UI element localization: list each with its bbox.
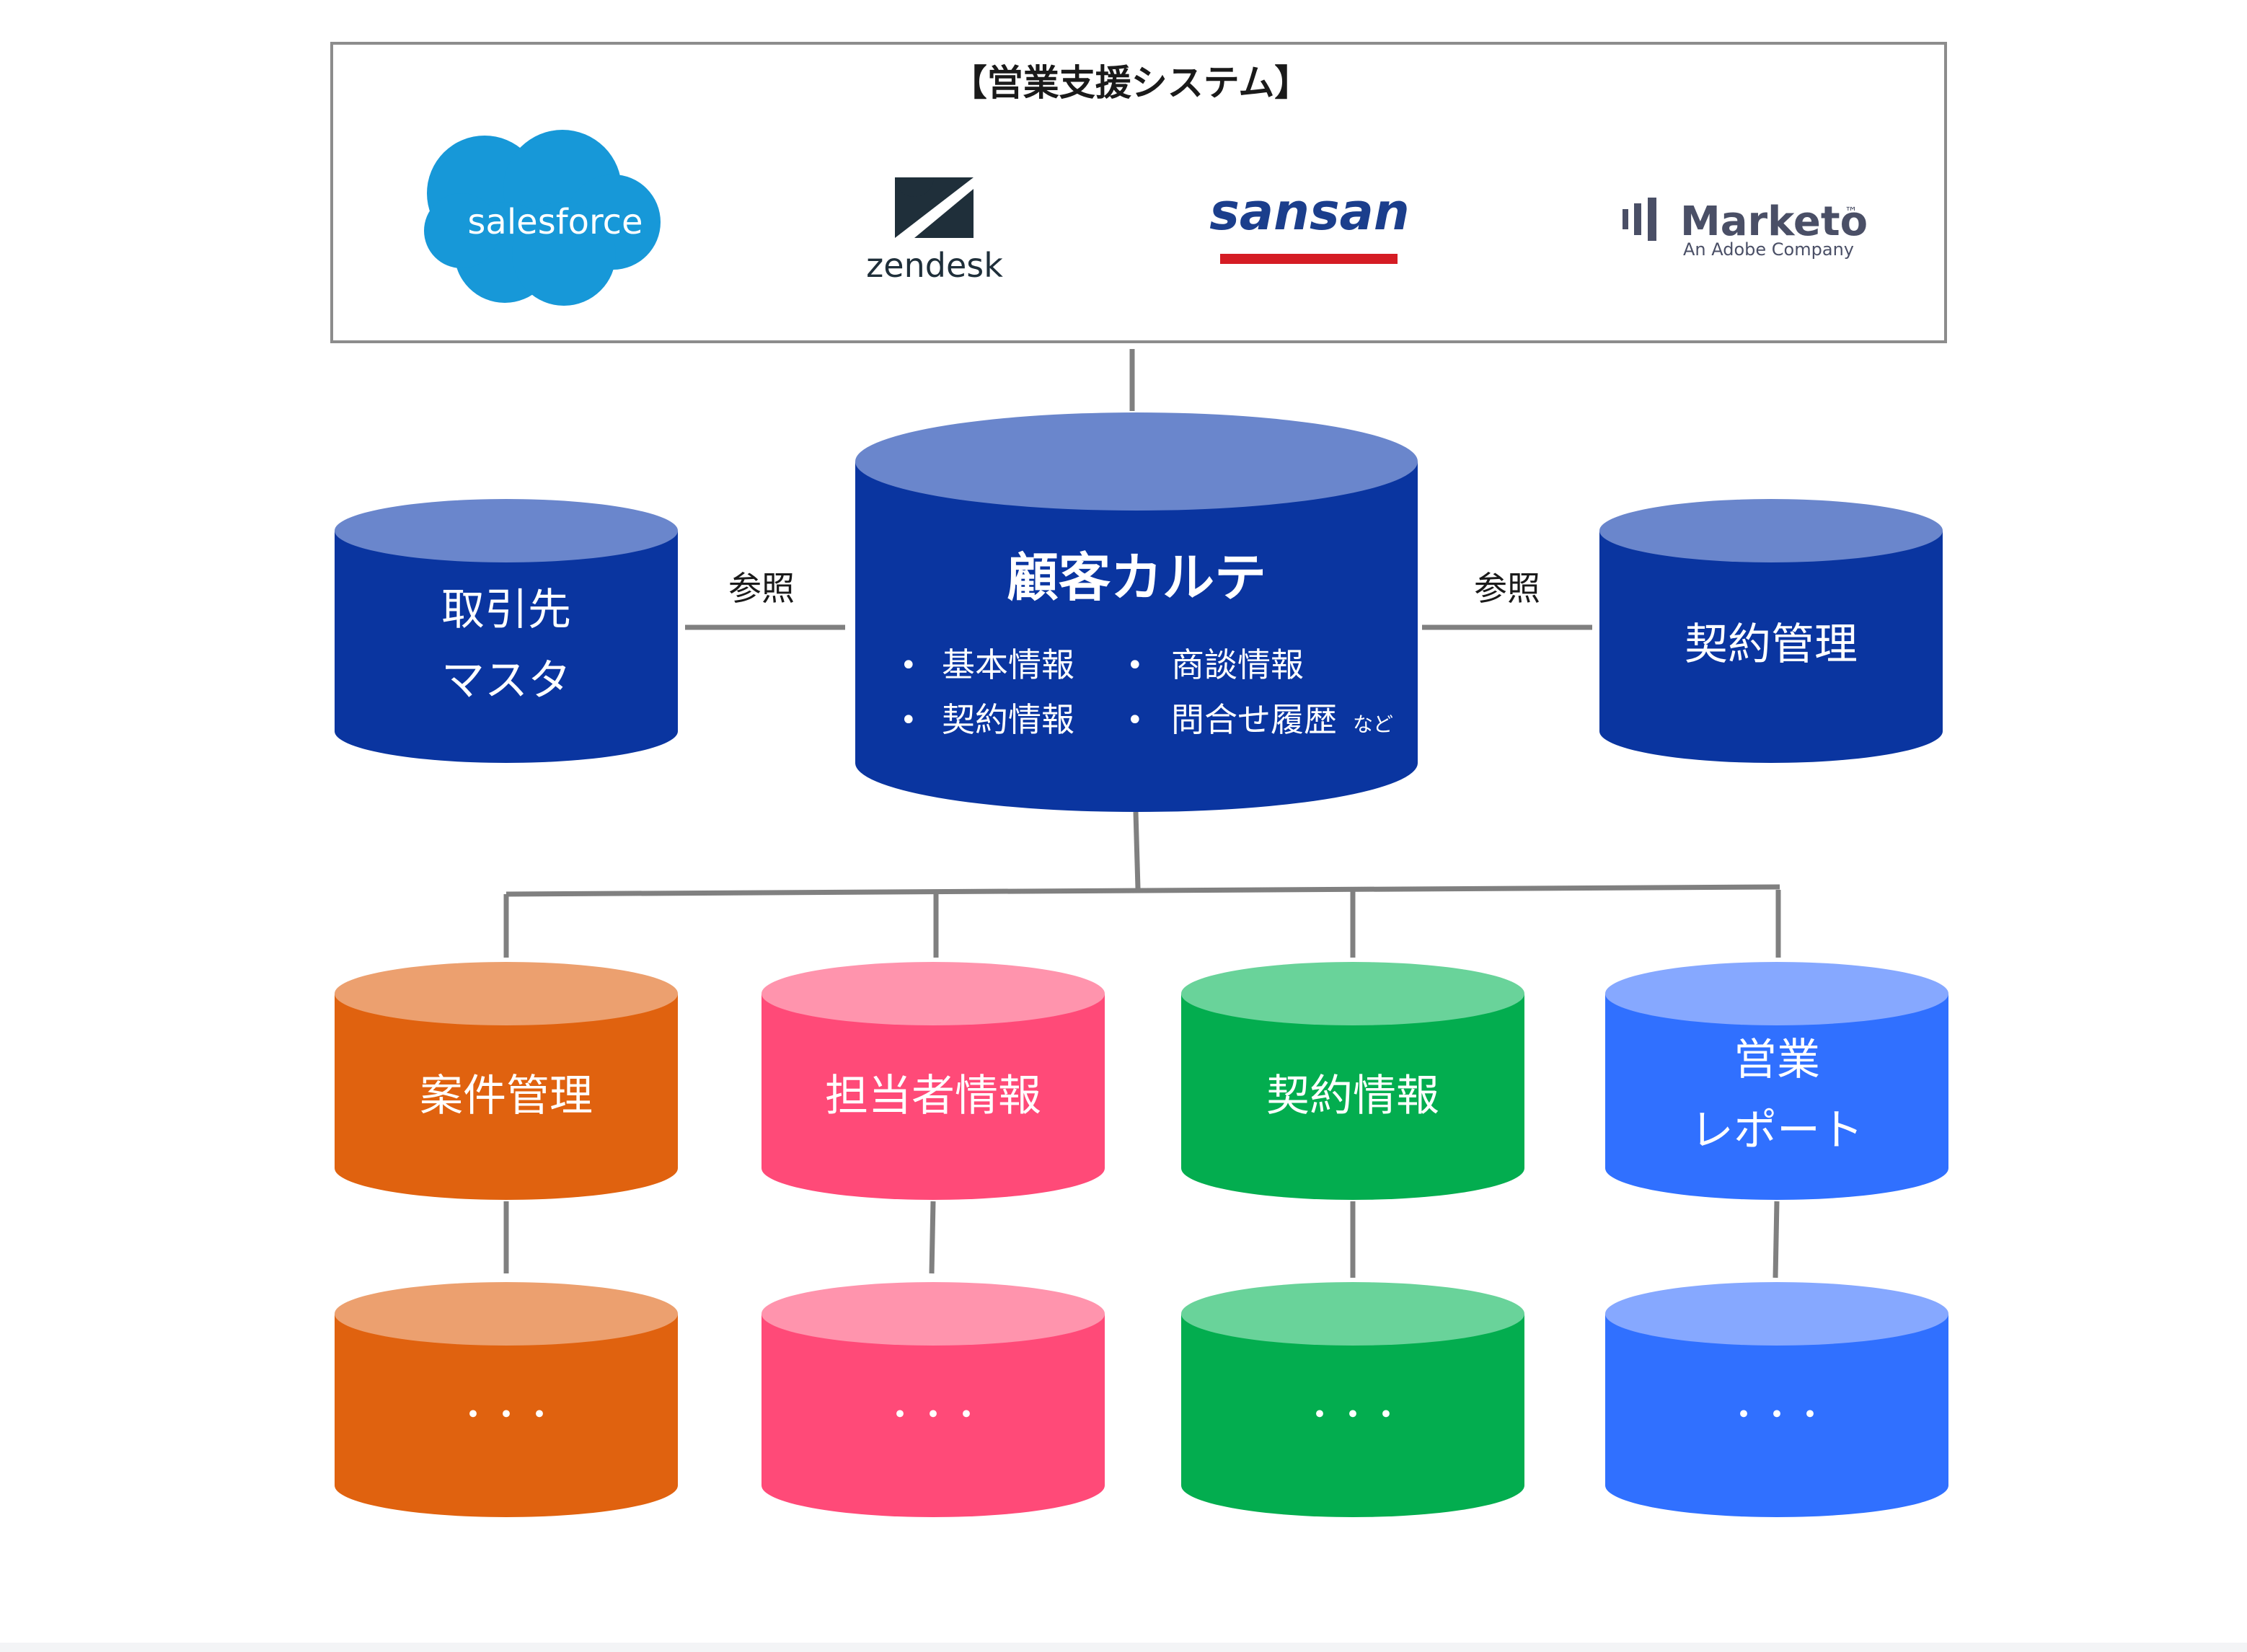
marketo-logo: Marketo ™ An Adobe Company	[1623, 198, 1868, 260]
sales-system-box: 【営業支援システム】 salesforce zen	[330, 42, 1947, 343]
child-4-cylinder-body	[1605, 994, 1948, 1200]
marketo-subtitle: An Adobe Company	[1683, 239, 1854, 260]
more-2-ellipsis: ・・・	[883, 1395, 983, 1434]
more-4-ellipsis: ・・・	[1727, 1395, 1827, 1434]
more-2-cylinder-top	[761, 1282, 1105, 1346]
more-3-cylinder-top	[1181, 1282, 1524, 1346]
child-3-label-line1: 契約情報	[1266, 1071, 1439, 1121]
child-3-cylinder-top	[1181, 962, 1524, 1025]
karte-item-3: 契約情報	[942, 700, 1074, 739]
karte-item-list: • 基本情報 • 商談情報 • 契約情報 • 問合せ履歴 など	[900, 645, 1393, 739]
child-database-1: 案件管理	[335, 962, 678, 1200]
zendesk-wordmark: zendesk	[866, 246, 1003, 285]
karte-item-1: 基本情報	[942, 645, 1074, 684]
more-3-cylinder-body	[1181, 1314, 1524, 1517]
ref-label-left: 参照	[728, 569, 795, 608]
salesforce-wordmark: salesforce	[467, 202, 643, 242]
more-3-ellipsis: ・・・	[1303, 1395, 1403, 1434]
karte-cylinder-top	[855, 412, 1418, 511]
partner-master-cylinder-body	[335, 531, 678, 763]
child-1-label-line1: 案件管理	[420, 1071, 593, 1121]
more-database-1: ・・・	[335, 1282, 678, 1517]
karte-title: 顧客カルテ	[1007, 547, 1266, 608]
more-database-2: ・・・	[761, 1282, 1105, 1517]
karte-bullet-4: •	[1126, 704, 1144, 737]
karte-bullet-2: •	[1126, 649, 1144, 682]
partner-master-cylinder-top	[335, 499, 678, 562]
zendesk-logo: zendesk	[866, 177, 1003, 285]
karte-bullet-3: •	[900, 704, 917, 737]
connector-child-2-to-more	[929, 1201, 936, 1274]
karte-bullet-1: •	[900, 649, 917, 682]
karte-item-suffix: など	[1353, 712, 1393, 736]
child-database-2: 担当者情報	[761, 962, 1105, 1200]
zendesk-z-icon	[895, 177, 974, 238]
child-2-cylinder-top	[761, 962, 1105, 1025]
more-1-cylinder-top	[335, 1282, 678, 1346]
child-2-label-line1: 担当者情報	[825, 1071, 1041, 1121]
child-database-4: 営業 レポート	[1605, 962, 1948, 1200]
more-1-cylinder-body	[335, 1314, 678, 1517]
child-2-cylinder-body	[761, 994, 1105, 1200]
more-2-cylinder-body	[761, 1314, 1105, 1517]
sansan-red-bar	[1220, 254, 1398, 264]
partner-master-database: 取引先 マスタ	[335, 499, 678, 763]
child-1-cylinder-body	[335, 994, 678, 1200]
more-4-cylinder-top	[1605, 1282, 1948, 1346]
sales-system-title: 【営業支援システム】	[951, 62, 1311, 104]
connector-child-4-to-more	[1773, 1201, 1780, 1278]
karte-item-2: 商談情報	[1171, 645, 1304, 684]
marketo-bars-icon	[1623, 198, 1656, 241]
more-1-ellipsis: ・・・	[456, 1395, 556, 1434]
partner-master-label-line1: 取引先	[441, 585, 571, 635]
child-1-cylinder-top	[335, 962, 678, 1025]
child-4-label-line2: レポート	[1690, 1105, 1863, 1156]
ref-label-right: 参照	[1474, 569, 1540, 608]
sansan-wordmark: sansan	[1209, 182, 1409, 242]
child-4-cylinder-top	[1605, 962, 1948, 1025]
contract-management-cylinder-top	[1599, 499, 1943, 562]
child-4-label-line1: 営業	[1734, 1035, 1820, 1085]
contract-management-database: 契約管理	[1599, 499, 1943, 763]
karte-database: 顧客カルテ • 基本情報 • 商談情報 • 契約情報 • 問合せ履歴 など	[855, 412, 1418, 812]
connector-horizontal-bus	[506, 884, 1780, 897]
bottom-divider	[0, 1643, 2247, 1652]
karte-item-4: 問合せ履歴	[1171, 700, 1337, 739]
child-3-cylinder-body	[1181, 994, 1524, 1200]
marketo-wordmark: Marketo	[1680, 198, 1868, 245]
connector-karte-down	[1133, 811, 1141, 889]
more-database-3: ・・・	[1181, 1282, 1524, 1517]
contract-management-cylinder-body	[1599, 531, 1943, 763]
partner-master-label-line2: マスタ	[441, 655, 571, 706]
more-database-4: ・・・	[1605, 1282, 1948, 1517]
child-database-3: 契約情報	[1181, 962, 1524, 1200]
connectors	[503, 349, 1781, 1278]
salesforce-logo: salesforce	[424, 130, 661, 306]
more-4-cylinder-body	[1605, 1314, 1948, 1517]
marketo-trademark: ™	[1845, 205, 1858, 220]
salesforce-cloud-icon	[424, 130, 661, 306]
karte-cylinder-body	[855, 461, 1418, 812]
contract-management-label: 契約管理	[1685, 619, 1858, 670]
sansan-logo: sansan	[1209, 182, 1410, 264]
